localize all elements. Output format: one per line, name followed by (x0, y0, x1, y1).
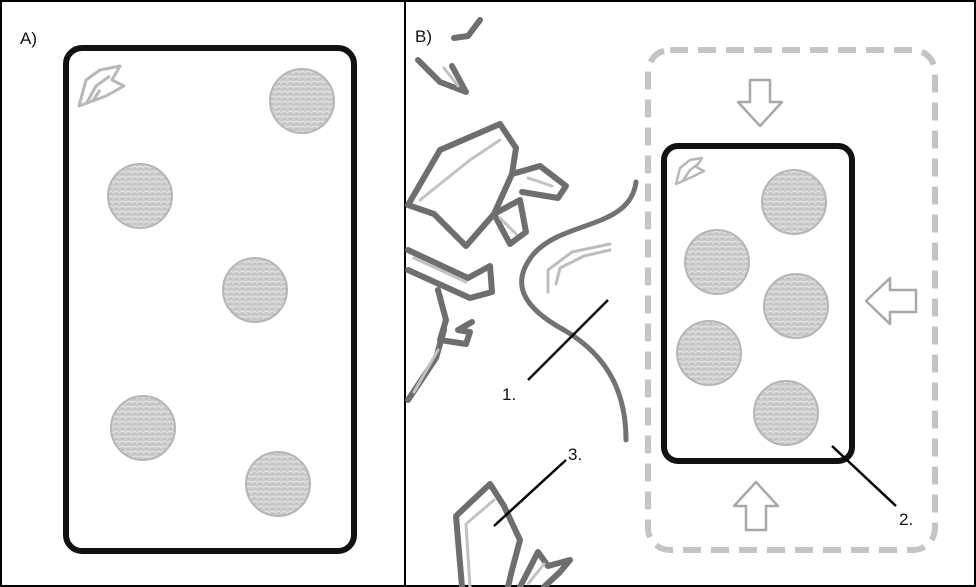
callout-line-3 (493, 459, 567, 527)
callout-line-1 (527, 299, 609, 381)
arrow-up-icon (732, 480, 780, 532)
arrow-left-icon (864, 276, 918, 326)
panel-b-label: B) (415, 27, 432, 46)
leaf-icon (674, 156, 706, 186)
arrow-down-icon (736, 78, 784, 128)
circle-pip-icon (684, 229, 750, 295)
panel-b: B) (405, 17, 938, 587)
circle-pip-icon (110, 395, 176, 461)
pip-group-b (676, 169, 829, 446)
callout-label-1: 1. (502, 385, 516, 404)
sketch-fragments (405, 17, 639, 587)
circle-pip-icon (761, 169, 827, 235)
circle-pip-icon (107, 163, 173, 229)
callout-label-3: 3. (568, 445, 582, 464)
pip-group-a (107, 68, 335, 517)
circle-pip-icon (753, 380, 819, 446)
circle-pip-icon (676, 320, 742, 386)
callout-line-2 (831, 445, 897, 507)
panel-a-label: A) (20, 29, 37, 48)
leaf-icon (77, 64, 126, 108)
dashed-boundary (645, 47, 938, 553)
circle-pip-icon (245, 451, 311, 517)
circle-pip-icon (763, 273, 829, 339)
circle-pip-icon (269, 68, 335, 134)
callout-label-2: 2. (899, 510, 913, 529)
panel-a: A) (20, 29, 357, 554)
circle-pip-icon (222, 257, 288, 323)
